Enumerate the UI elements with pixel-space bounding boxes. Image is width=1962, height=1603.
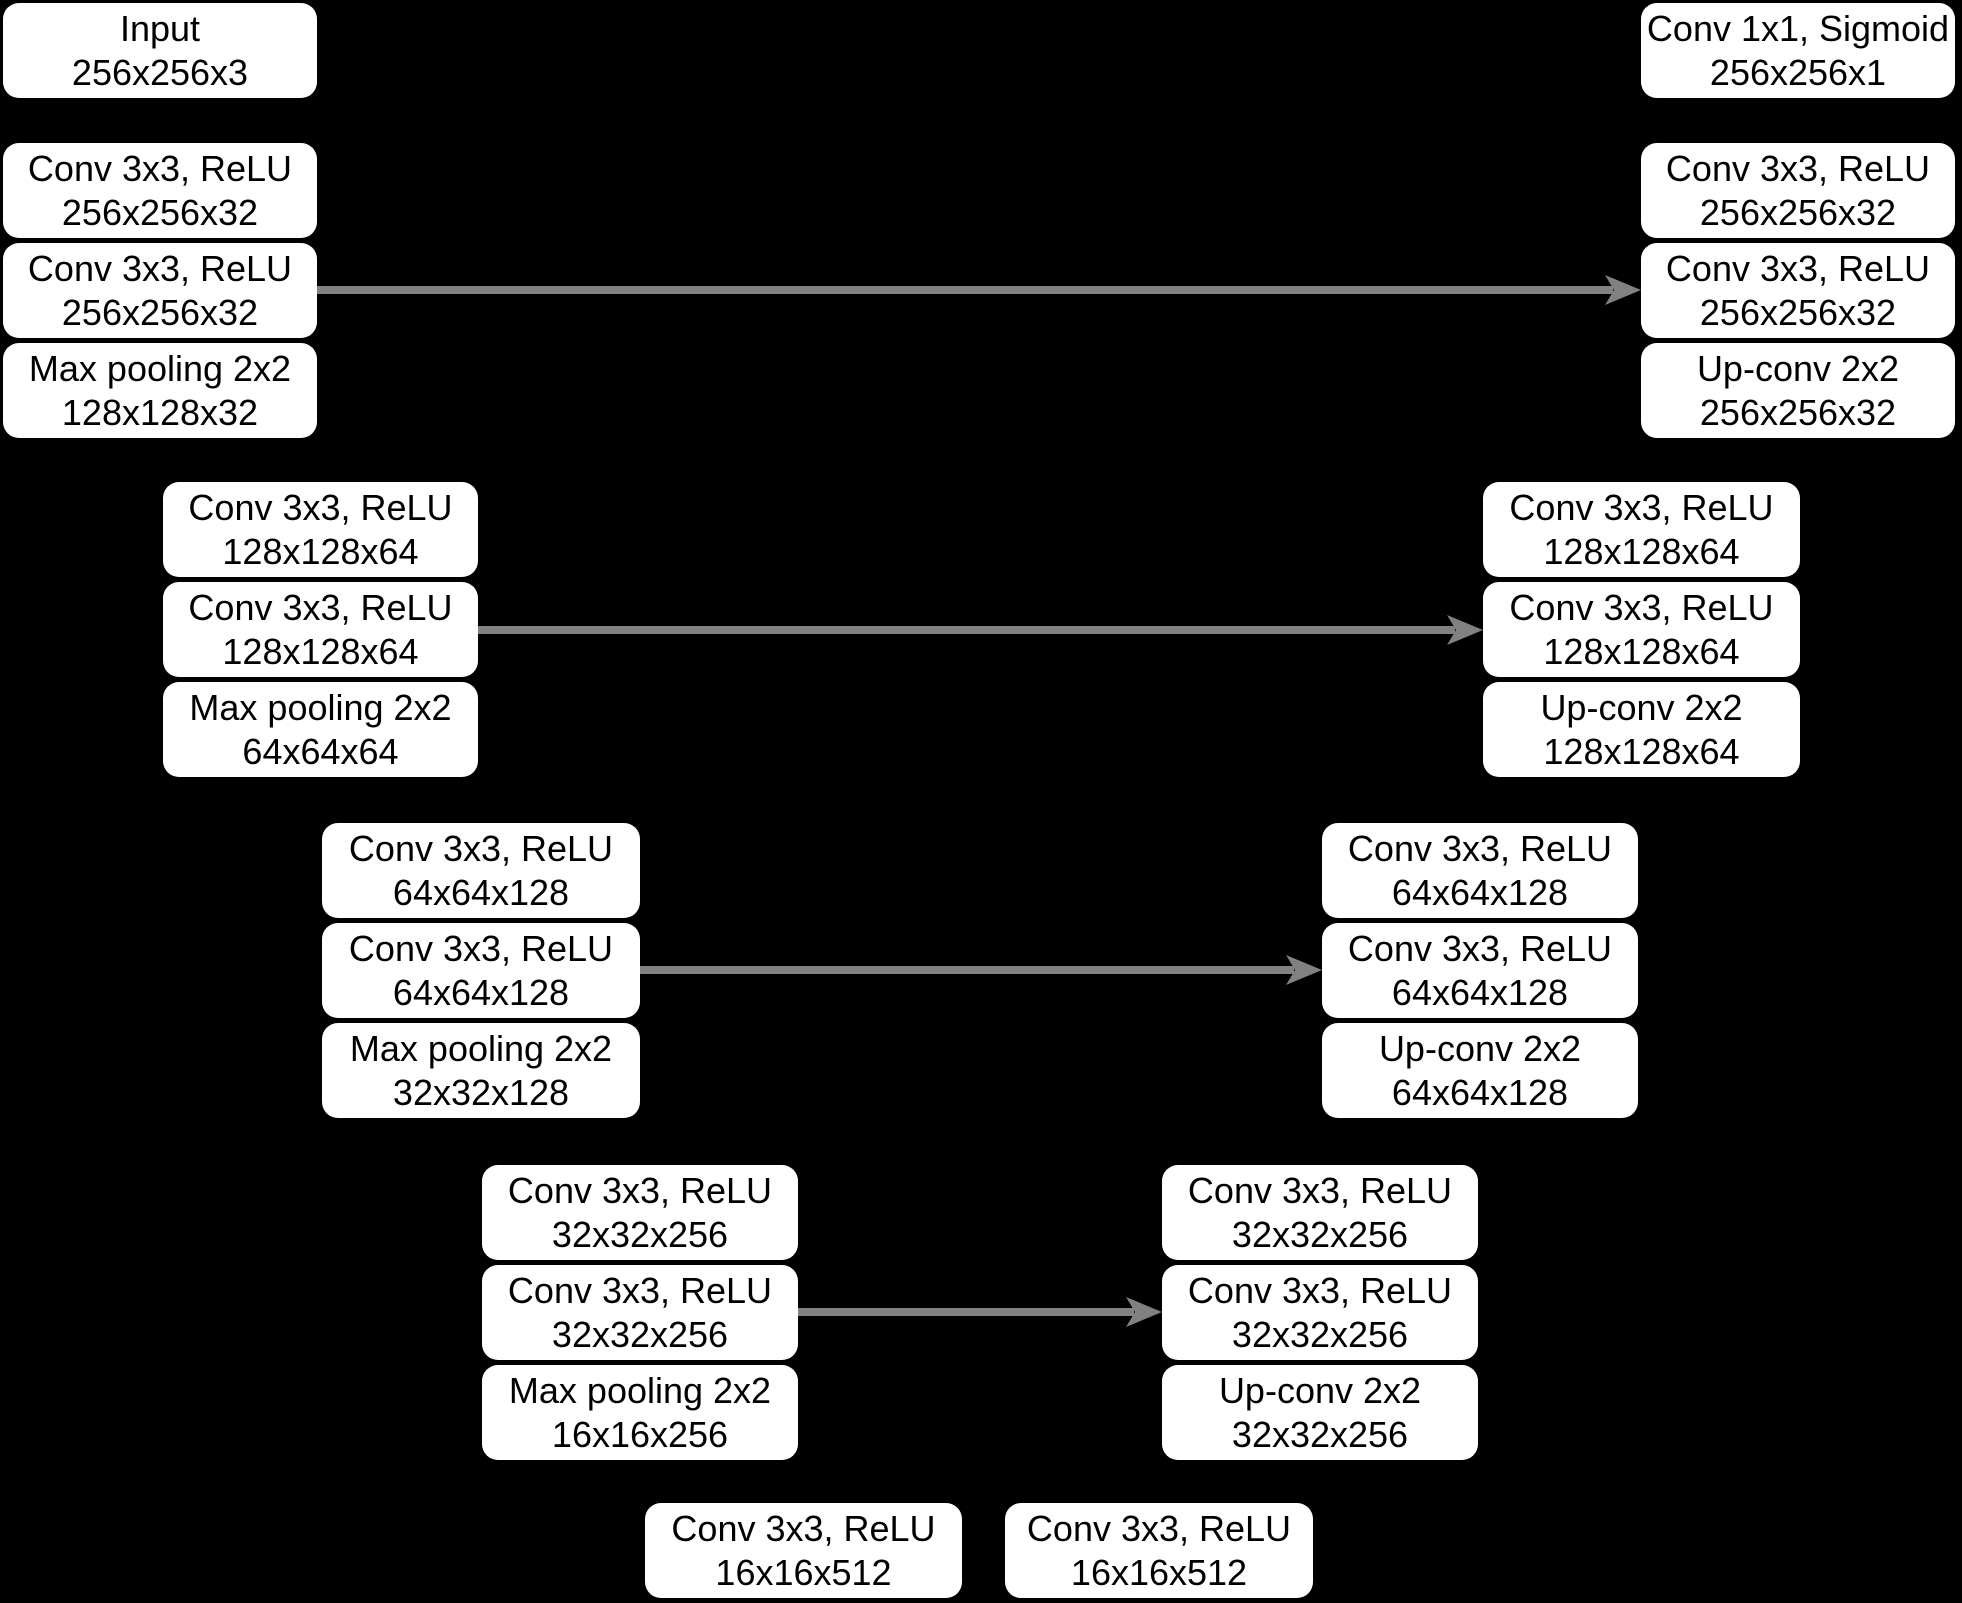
node-dec1-upconv: Up-conv 2x2 256x256x32 <box>1641 343 1955 438</box>
node-shape: 64x64x128 <box>1391 1071 1569 1113</box>
node-enc2-conv1: Conv 3x3, ReLU 128x128x64 <box>163 482 478 577</box>
arrow-line <box>478 626 1455 634</box>
node-shape: 32x32x256 <box>1231 1313 1409 1355</box>
node-shape: 64x64x128 <box>1391 871 1569 913</box>
node-shape: 128x128x64 <box>1543 530 1740 572</box>
node-dec3-upconv: Up-conv 2x2 64x64x128 <box>1322 1023 1638 1118</box>
node-dec1-conv1: Conv 3x3, ReLU 256x256x32 <box>1641 143 1955 238</box>
node-title: Conv 3x3, ReLU <box>1347 927 1613 969</box>
node-title: Conv 3x3, ReLU <box>27 247 293 289</box>
node-shape: 256x256x3 <box>71 51 249 93</box>
arrow-head-icon <box>1286 955 1322 985</box>
arrow-head-icon <box>1605 275 1641 305</box>
node-shape: 64x64x128 <box>1391 971 1569 1013</box>
arrow-head-icon <box>1126 1297 1162 1327</box>
node-title: Conv 3x3, ReLU <box>1509 486 1774 528</box>
node-enc4-maxpool: Max pooling 2x2 16x16x256 <box>482 1365 798 1460</box>
node-enc3-conv2: Conv 3x3, ReLU 64x64x128 <box>322 923 640 1018</box>
node-dec2-conv1: Conv 3x3, ReLU 128x128x64 <box>1483 482 1800 577</box>
node-title: Conv 3x3, ReLU <box>1665 247 1931 289</box>
node-dec2-upconv: Up-conv 2x2 128x128x64 <box>1483 682 1800 777</box>
node-title: Conv 3x3, ReLU <box>507 1269 773 1311</box>
node-shape: 256x256x32 <box>1699 191 1897 233</box>
node-input: Input 256x256x3 <box>3 3 317 98</box>
node-title: Conv 3x3, ReLU <box>27 147 293 189</box>
node-enc2-conv2: Conv 3x3, ReLU 128x128x64 <box>163 582 478 677</box>
node-shape: 32x32x256 <box>551 1313 729 1355</box>
node-shape: 64x64x128 <box>392 971 570 1013</box>
node-title: Conv 3x3, ReLU <box>671 1507 936 1549</box>
arrow-line <box>317 286 1613 294</box>
node-title: Conv 3x3, ReLU <box>348 827 614 869</box>
node-dec4-conv1: Conv 3x3, ReLU 32x32x256 <box>1162 1165 1478 1260</box>
skip-connection-arrow-level4 <box>798 1295 1162 1329</box>
node-shape: 16x16x256 <box>551 1413 729 1455</box>
node-shape: 16x16x512 <box>1070 1551 1248 1593</box>
node-title: Up-conv 2x2 <box>1218 1369 1422 1411</box>
node-output-conv1x1-sigmoid: Conv 1x1, Sigmoid 256x256x1 <box>1641 3 1955 98</box>
arrow-line <box>798 1308 1134 1316</box>
node-shape: 256x256x32 <box>1699 291 1897 333</box>
node-dec4-upconv: Up-conv 2x2 32x32x256 <box>1162 1365 1478 1460</box>
node-title: Max pooling 2x2 <box>28 347 292 389</box>
node-shape: 128x128x32 <box>61 391 259 433</box>
skip-connection-arrow-level1 <box>317 273 1641 307</box>
node-dec3-conv1: Conv 3x3, ReLU 64x64x128 <box>1322 823 1638 918</box>
node-title: Conv 3x3, ReLU <box>1509 586 1774 628</box>
node-shape: 64x64x128 <box>392 871 570 913</box>
node-shape: 256x256x1 <box>1709 51 1887 93</box>
node-bottleneck-conv1: Conv 3x3, ReLU 16x16x512 <box>645 1503 962 1598</box>
skip-connection-arrow-level3 <box>640 953 1322 987</box>
node-bottleneck-conv2: Conv 3x3, ReLU 16x16x512 <box>1005 1503 1313 1598</box>
arrow-line <box>640 966 1294 974</box>
node-dec4-conv2: Conv 3x3, ReLU 32x32x256 <box>1162 1265 1478 1360</box>
node-dec2-conv2: Conv 3x3, ReLU 128x128x64 <box>1483 582 1800 677</box>
node-shape: 128x128x64 <box>1543 630 1740 672</box>
node-title: Max pooling 2x2 <box>189 686 452 728</box>
node-title: Up-conv 2x2 <box>1540 686 1743 728</box>
node-enc3-conv1: Conv 3x3, ReLU 64x64x128 <box>322 823 640 918</box>
node-title: Input <box>119 7 201 49</box>
node-shape: 128x128x64 <box>1543 730 1740 772</box>
node-shape: 128x128x64 <box>222 630 419 672</box>
node-shape: 32x32x256 <box>1231 1413 1409 1455</box>
node-title: Conv 3x3, ReLU <box>1187 1269 1453 1311</box>
node-shape: 16x16x512 <box>715 1551 892 1593</box>
node-title: Conv 3x3, ReLU <box>1026 1507 1292 1549</box>
node-enc1-conv2: Conv 3x3, ReLU 256x256x32 <box>3 243 317 338</box>
node-title: Up-conv 2x2 <box>1696 347 1900 389</box>
node-enc3-maxpool: Max pooling 2x2 32x32x128 <box>322 1023 640 1118</box>
skip-connection-arrow-level2 <box>478 613 1483 647</box>
node-shape: 256x256x32 <box>61 191 259 233</box>
node-title: Conv 3x3, ReLU <box>188 486 453 528</box>
node-shape: 32x32x256 <box>1231 1213 1409 1255</box>
node-dec3-conv2: Conv 3x3, ReLU 64x64x128 <box>1322 923 1638 1018</box>
node-title: Conv 3x3, ReLU <box>1187 1169 1453 1211</box>
node-shape: 128x128x64 <box>222 530 419 572</box>
node-title: Conv 3x3, ReLU <box>1347 827 1613 869</box>
node-title: Up-conv 2x2 <box>1378 1027 1582 1069</box>
node-enc1-conv1: Conv 3x3, ReLU 256x256x32 <box>3 143 317 238</box>
node-title: Conv 1x1, Sigmoid <box>1646 7 1950 49</box>
node-shape: 256x256x32 <box>1699 391 1897 433</box>
node-title: Conv 3x3, ReLU <box>1665 147 1931 189</box>
node-enc4-conv1: Conv 3x3, ReLU 32x32x256 <box>482 1165 798 1260</box>
node-shape: 256x256x32 <box>61 291 259 333</box>
node-title: Max pooling 2x2 <box>349 1027 613 1069</box>
node-shape: 32x32x256 <box>551 1213 729 1255</box>
node-shape: 64x64x64 <box>242 730 399 772</box>
node-title: Conv 3x3, ReLU <box>507 1169 773 1211</box>
node-dec1-conv2: Conv 3x3, ReLU 256x256x32 <box>1641 243 1955 338</box>
node-enc2-maxpool: Max pooling 2x2 64x64x64 <box>163 682 478 777</box>
node-title: Max pooling 2x2 <box>508 1369 772 1411</box>
node-enc1-maxpool: Max pooling 2x2 128x128x32 <box>3 343 317 438</box>
arrow-head-icon <box>1447 615 1483 645</box>
node-enc4-conv2: Conv 3x3, ReLU 32x32x256 <box>482 1265 798 1360</box>
node-title: Conv 3x3, ReLU <box>348 927 614 969</box>
node-title: Conv 3x3, ReLU <box>188 586 453 628</box>
node-shape: 32x32x128 <box>392 1071 570 1113</box>
